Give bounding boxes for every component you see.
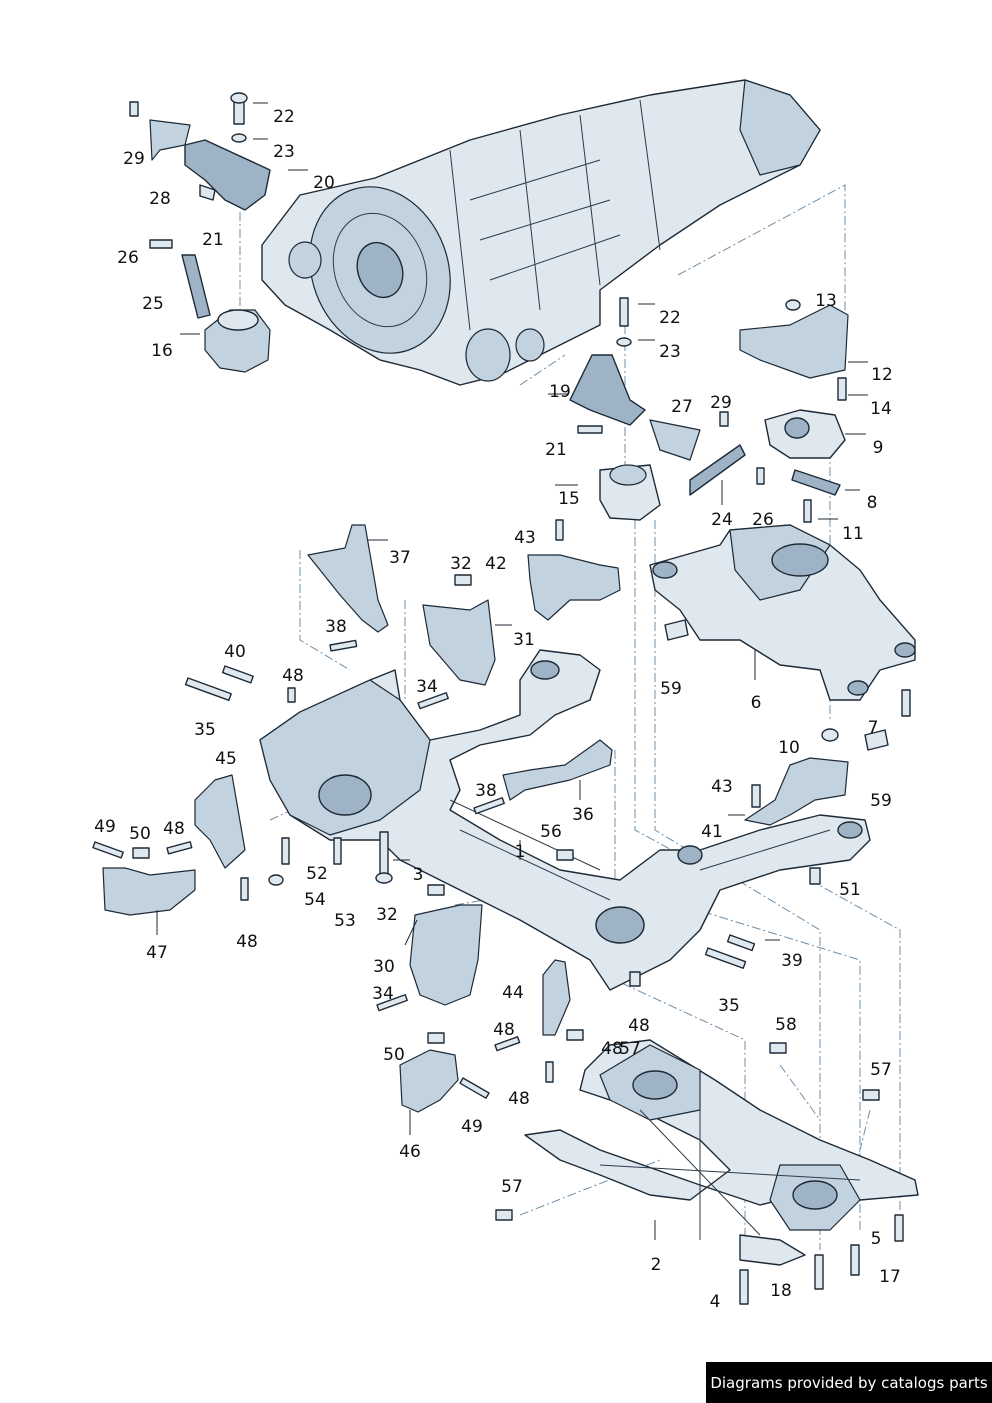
callout-26b: 26 — [752, 510, 774, 530]
callout-49a: 49 — [94, 817, 116, 837]
callout-46: 46 — [399, 1142, 421, 1162]
callout-49b: 49 — [461, 1117, 483, 1137]
callout-41: 41 — [701, 822, 723, 842]
callout-48e: 48 — [628, 1016, 650, 1036]
transmission — [261, 79, 821, 386]
callout-12: 12 — [871, 365, 893, 385]
callout-21b: 21 — [545, 440, 567, 460]
callout-48d: 48 — [493, 1020, 515, 1040]
callout-29b: 29 — [710, 393, 732, 413]
callout-50b: 50 — [383, 1045, 405, 1065]
callout-34b: 34 — [372, 984, 394, 1004]
callout-37: 37 — [389, 548, 411, 568]
callout-2: 2 — [651, 1255, 662, 1275]
callout-19: 19 — [549, 382, 571, 402]
callout-48b: 48 — [163, 819, 185, 839]
callout-30: 30 — [373, 957, 395, 977]
callout-54: 54 — [304, 890, 326, 910]
callout-42: 42 — [485, 554, 507, 574]
callout-35b: 35 — [718, 996, 740, 1016]
callout-56: 56 — [540, 822, 562, 842]
callout-53: 53 — [334, 911, 356, 931]
callout-44: 44 — [502, 983, 524, 1003]
callout-43b: 43 — [711, 777, 733, 797]
callout-10: 10 — [778, 738, 800, 758]
callout-34a: 34 — [416, 677, 438, 697]
lower-reinforcement-frame-2 — [524, 1039, 919, 1266]
callout-15: 15 — [558, 489, 580, 509]
callout-43a: 43 — [514, 528, 536, 548]
callout-57b: 57 — [870, 1060, 892, 1080]
callout-28: 28 — [149, 189, 171, 209]
subframe-6 — [649, 524, 916, 751]
right-engine-mount-group — [569, 297, 849, 523]
callout-14: 14 — [870, 399, 892, 419]
watermark-banner: Diagrams provided by catalogs parts — [706, 1362, 992, 1403]
callout-16: 16 — [151, 341, 173, 361]
callout-31: 31 — [513, 630, 535, 650]
callout-27: 27 — [671, 397, 693, 417]
callout-7: 7 — [868, 718, 879, 738]
callout-26a: 26 — [117, 248, 139, 268]
callout-32a: 32 — [450, 554, 472, 574]
callout-39: 39 — [781, 951, 803, 971]
callout-24: 24 — [711, 510, 733, 530]
callout-3: 3 — [413, 865, 424, 885]
callout-22b: 22 — [659, 308, 681, 328]
callout-6: 6 — [751, 693, 762, 713]
callout-18: 18 — [770, 1281, 792, 1301]
callout-45: 45 — [215, 749, 237, 769]
callout-51: 51 — [839, 880, 861, 900]
callout-21a: 21 — [202, 230, 224, 250]
callout-50a: 50 — [129, 824, 151, 844]
callout-labels: 1 2 3 4 5 6 7 8 9 10 11 12 13 14 15 16 1… — [94, 107, 901, 1312]
callout-11: 11 — [842, 524, 864, 544]
callout-48a: 48 — [282, 666, 304, 686]
callout-35a: 35 — [194, 720, 216, 740]
callout-17: 17 — [879, 1267, 901, 1287]
callout-9: 9 — [873, 438, 884, 458]
callout-1: 1 — [515, 842, 526, 862]
callout-8: 8 — [867, 493, 878, 513]
front-subframe-1 — [259, 649, 871, 991]
callout-23b: 23 — [659, 342, 681, 362]
left-transmission-mount-group — [129, 92, 271, 373]
callout-48c: 48 — [236, 932, 258, 952]
callout-59b: 59 — [870, 791, 892, 811]
callout-36: 36 — [572, 805, 594, 825]
fastener-bolts — [92, 519, 904, 1305]
callout-38b: 38 — [475, 781, 497, 801]
callout-13: 13 — [815, 291, 837, 311]
callout-20: 20 — [313, 173, 335, 193]
callout-58: 58 — [775, 1015, 797, 1035]
callout-5: 5 — [871, 1229, 882, 1249]
callout-25: 25 — [142, 294, 164, 314]
leader-lines — [156, 102, 868, 1240]
callout-47: 47 — [146, 943, 168, 963]
subframe-brackets — [307, 524, 849, 896]
callout-4: 4 — [710, 1292, 721, 1312]
callout-57c: 57 — [501, 1177, 523, 1197]
callout-22a: 22 — [273, 107, 295, 127]
callout-59a: 59 — [660, 679, 682, 699]
lower-brackets — [102, 774, 571, 1113]
callout-38a: 38 — [325, 617, 347, 637]
callout-40: 40 — [224, 642, 246, 662]
callout-57a: 57 — [619, 1039, 641, 1059]
callout-48f: 48 — [508, 1089, 530, 1109]
callout-23a: 23 — [273, 142, 295, 162]
callout-52: 52 — [306, 864, 328, 884]
callout-29a: 29 — [123, 149, 145, 169]
callout-48g: 48 — [601, 1039, 623, 1059]
callout-32b: 32 — [376, 905, 398, 925]
